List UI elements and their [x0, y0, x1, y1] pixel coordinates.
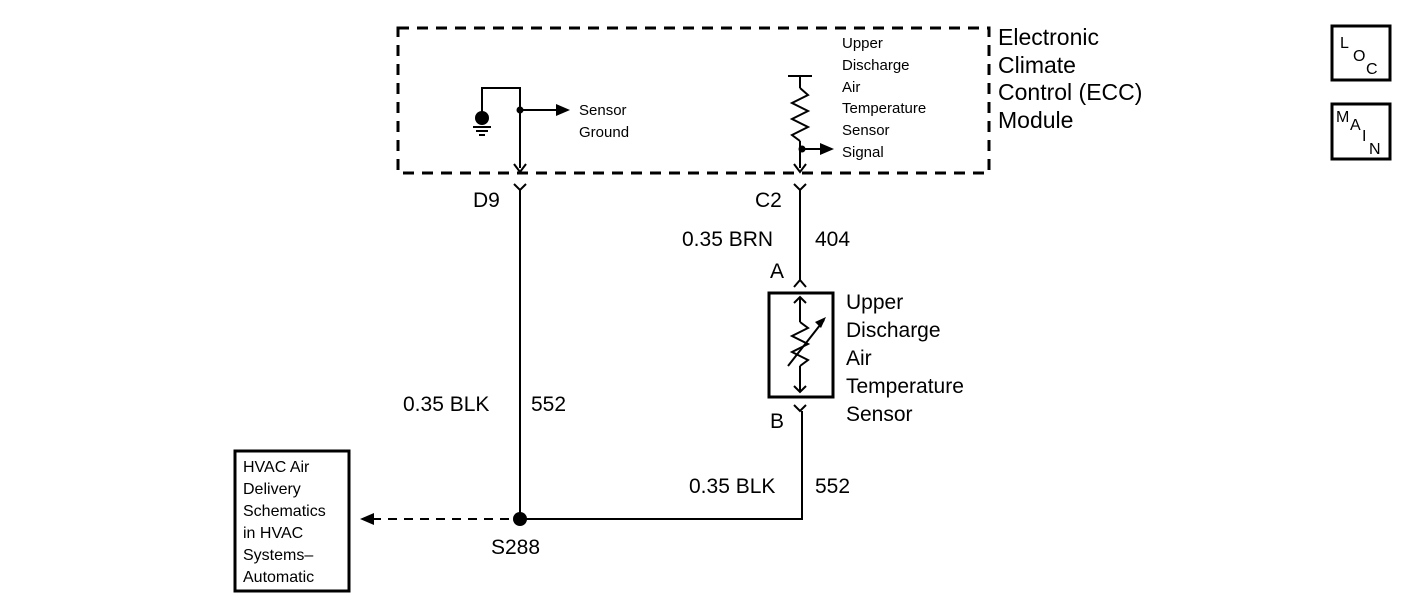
internal-ground-circuit: Sensor Ground [473, 87, 629, 168]
reference-line-2: Delivery [243, 481, 301, 498]
internal-signal-circuit: Upper Discharge Air Temperature Sensor S… [788, 35, 926, 168]
sensor-name-line-5: Sensor [846, 403, 913, 426]
internal-sensor-label-2: Discharge [842, 57, 910, 74]
sensor-pin-a-label: A [770, 260, 784, 283]
splice-s288-icon [513, 512, 527, 526]
loc-letter-2: O [1353, 48, 1365, 65]
wire-552-right-circuit: 552 [815, 475, 850, 498]
main-letter-2: A [1350, 117, 1361, 134]
connector-c2-female-icon [793, 163, 807, 174]
connector-d9-male-icon [513, 183, 527, 192]
wire-552-right-gauge: 0.35 BLK [689, 475, 775, 498]
splice-s288-label: S288 [491, 536, 540, 559]
ground-symbol-icon [475, 111, 489, 125]
reference-box[interactable] [233, 449, 351, 593]
connector-c2-male-icon [793, 183, 807, 192]
internal-sensor-label-3: Air [842, 79, 860, 96]
connector-c2-label: C2 [755, 189, 782, 212]
signal-arrow-icon [820, 143, 834, 155]
internal-sensor-label-1: Upper [842, 35, 883, 52]
sensor-pin-b-icon [793, 404, 807, 413]
sensor-ground-arrow-icon [556, 104, 570, 116]
connector-d9: D9 [473, 163, 527, 212]
wire-404-circuit: 404 [815, 228, 850, 251]
thermistor-variable-line [787, 319, 825, 367]
main-letter-1: M [1336, 109, 1349, 126]
reference-line-3: Schematics [243, 503, 326, 520]
thermistor-arrow-icon [815, 317, 826, 328]
reference-line-5: Systems– [243, 547, 313, 564]
reference-line-6: Automatic [243, 569, 314, 586]
loc-letter-1: L [1340, 35, 1349, 52]
reference-hvac-air-delivery[interactable]: HVAC Air Delivery Schematics in HVAC Sys… [233, 449, 351, 593]
sensor-inner-bottom-icon [793, 385, 807, 394]
main-button-frame[interactable] [1330, 102, 1392, 161]
sensor-ground-label-2: Ground [579, 124, 629, 141]
sensor-pin-a-icon [793, 278, 807, 288]
wire-552-left-circuit: 552 [531, 393, 566, 416]
reference-line-4: in HVAC [243, 525, 303, 542]
sensor-name-line-4: Temperature [846, 375, 964, 398]
ground-wire [481, 87, 521, 168]
thermistor-icon [789, 321, 811, 367]
main-letter-4: N [1369, 141, 1381, 158]
pullup-resistor-icon [789, 87, 811, 142]
signal-label: Signal [842, 144, 884, 161]
module-name-line-1: Electronic [998, 24, 1099, 50]
main-letter-3: I [1362, 128, 1366, 145]
module-name-line-2: Climate [998, 52, 1076, 78]
upper-discharge-air-temperature-sensor: Upper Discharge Air Temperature Sensor [767, 291, 964, 426]
main-button[interactable]: M A I N [1330, 102, 1392, 161]
sensor-body [767, 291, 835, 399]
connector-c2: C2 [755, 163, 807, 212]
internal-sensor-label-5: Sensor [842, 122, 890, 139]
internal-sensor-label-4: Temperature [842, 100, 926, 117]
wire-404-gauge: 0.35 BRN [682, 228, 773, 251]
wire-552-left-gauge: 0.35 BLK [403, 393, 489, 416]
module-name: Electronic Climate Control (ECC) Module [998, 24, 1142, 133]
module-boundary [396, 26, 991, 175]
connector-d9-female-icon [513, 163, 527, 174]
wire-552-right [520, 411, 803, 520]
sensor-name-line-1: Upper [846, 291, 903, 314]
loc-button-frame[interactable] [1330, 24, 1392, 82]
sensor-ground-label-1: Sensor [579, 102, 627, 119]
reference-arrow-icon [360, 513, 374, 525]
sensor-pin-b-label: B [770, 410, 784, 433]
module-name-line-4: Module [998, 107, 1073, 133]
loc-letter-3: C [1366, 61, 1378, 78]
connector-d9-label: D9 [473, 189, 500, 212]
reference-line-1: HVAC Air [243, 459, 310, 476]
sensor-name-line-2: Discharge [846, 319, 941, 342]
sensor-name-line-3: Air [846, 347, 872, 370]
module-name-line-3: Control (ECC) [998, 79, 1142, 105]
loc-button[interactable]: L O C [1330, 24, 1392, 82]
